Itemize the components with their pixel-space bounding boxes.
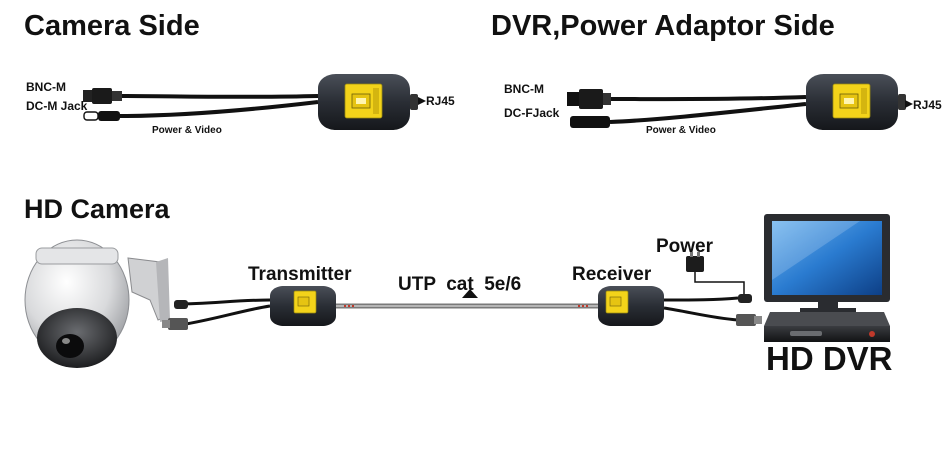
balun-body [270,286,336,326]
hd-camera-icon [24,239,170,368]
dvr-side-title: DVR,Power Adaptor Side [491,10,835,42]
receiver-label: Receiver [572,264,652,285]
dc-jack-icon [738,294,752,303]
cable-upper [121,94,319,99]
hd-camera-title: HD Camera [24,194,170,224]
camera-side-rj45-label: RJ45 [426,94,455,108]
bnc-connector-icon [567,89,611,109]
transmitter-label: Transmitter [248,264,352,285]
dc-jack-icon [174,300,188,309]
camera-side-dc-label: DC-M Jack [26,99,88,113]
balun-body [598,286,664,326]
dvr-side-rj45-label: RJ45 [913,98,942,112]
bnc-connector-icon [736,314,762,326]
utp-cable-label: UTP cat 5e/6 [398,274,522,295]
dvr-side-dc-label: DC-FJack [504,106,560,120]
balun-body [806,74,906,130]
camera-side-balun-assembly [83,74,426,130]
power-label: Power [656,236,714,257]
camera-side-title: Camera Side [24,10,200,42]
balun-body [318,74,418,130]
bnc-connector-icon [162,318,188,330]
camera-side-bnc-label: BNC-M [26,80,66,94]
transmitter-balun-assembly [162,286,336,330]
hd-dvr-icon [764,214,890,342]
camera-side-cable-label: Power & Video [152,125,222,136]
power-adaptor-icon [686,252,745,294]
cable-lower [609,102,807,124]
hd-dvr-label: HD DVR [766,340,893,377]
dc-jack-icon [83,111,120,121]
dvr-side-balun-assembly [567,74,913,130]
cable-upper [610,95,807,102]
utp-cable [336,289,598,309]
cable-lower [119,100,319,118]
receiver-balun-assembly [598,286,762,326]
bnc-connector-icon [83,88,122,104]
dvr-side-bnc-label: BNC-M [504,82,544,96]
dvr-side-cable-label: Power & Video [646,125,716,136]
dc-jack-icon [570,116,610,128]
